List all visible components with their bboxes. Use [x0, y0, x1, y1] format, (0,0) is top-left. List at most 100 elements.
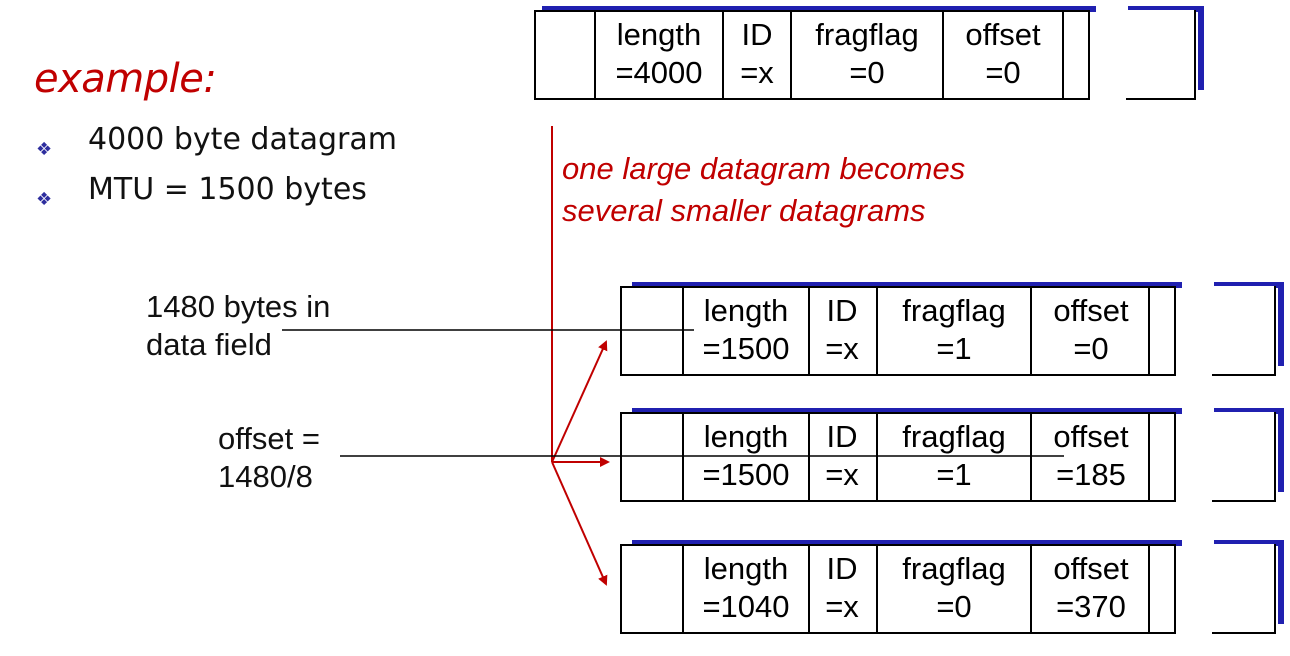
- data-field-label: 1480 bytes in data field: [146, 289, 331, 362]
- note-line: several smaller datagrams: [562, 193, 926, 228]
- header-shadow: [1214, 282, 1284, 288]
- field-divider: [808, 288, 810, 374]
- field-value: =x: [825, 589, 859, 624]
- field-value: =370: [1056, 589, 1126, 624]
- header-shadow: [1128, 6, 1204, 12]
- note-line: one large datagram becomes: [562, 151, 966, 186]
- field-divider: [876, 288, 878, 374]
- id-field: ID =x: [810, 288, 874, 374]
- field-value: =185: [1056, 457, 1126, 492]
- field-divider: [1030, 414, 1032, 500]
- field-value: =0: [936, 589, 972, 624]
- field-value: =0: [1073, 331, 1109, 366]
- header-shadow: [1278, 408, 1284, 492]
- field-value: =1040: [702, 589, 790, 624]
- field-divider: [808, 414, 810, 500]
- bullet-item: ❖ 4000 byte datagram: [36, 118, 397, 168]
- field-name: ID: [826, 419, 858, 454]
- field-divider: [1030, 288, 1032, 374]
- header-continuation: [1212, 412, 1276, 502]
- field-divider: [682, 546, 684, 632]
- field-name: ID: [826, 551, 858, 586]
- field-divider: [594, 12, 596, 98]
- field-divider: [1062, 12, 1064, 98]
- fragflag-field: fragflag =1: [878, 288, 1030, 374]
- field-name: ID: [741, 17, 773, 52]
- field-name: fragflag: [902, 419, 1006, 454]
- field-divider: [808, 546, 810, 632]
- original-datagram-header: length =4000 ID =x fragflag =0 offset =0: [534, 6, 1204, 102]
- field-name: fragflag: [902, 293, 1006, 328]
- diamond-bullet-icon: ❖: [36, 139, 53, 160]
- field-name: ID: [826, 293, 858, 328]
- fragflag-field: fragflag =0: [792, 12, 942, 98]
- offset-field: offset =370: [1032, 546, 1150, 632]
- field-name: length: [703, 419, 789, 454]
- fragflag-field: fragflag =1: [878, 414, 1030, 500]
- field-value: =x: [825, 457, 859, 492]
- arrow-to-fragment-1: [551, 340, 608, 463]
- header-shadow: [1214, 408, 1284, 414]
- field-divider: [1030, 546, 1032, 632]
- field-divider: [790, 12, 792, 98]
- fragment-3-header: length =1040 ID =x fragflag =0 offset =3…: [620, 540, 1288, 636]
- length-field: length =1500: [684, 288, 808, 374]
- field-name: length: [703, 293, 789, 328]
- fragmentation-note: one large datagram becomes several small…: [562, 148, 965, 232]
- field-divider: [1148, 546, 1150, 632]
- field-name: offset: [1053, 293, 1129, 328]
- field-divider: [942, 12, 944, 98]
- bullet-text: MTU = 1500 bytes: [88, 172, 367, 207]
- field-name: length: [616, 17, 702, 52]
- field-name: offset: [1053, 551, 1129, 586]
- field-value: =0: [849, 55, 885, 90]
- offset-field: offset =185: [1032, 414, 1150, 500]
- offset-calculation-label: offset = 1480/8: [218, 421, 320, 494]
- header-box: length =1500 ID =x fragflag =1 offset =0: [620, 286, 1176, 376]
- field-value: =0: [985, 55, 1021, 90]
- field-divider: [876, 414, 878, 500]
- fragment-2-header: length =1500 ID =x fragflag =1 offset =1…: [620, 408, 1288, 504]
- header-shadow: [542, 6, 1096, 12]
- field-name: fragflag: [815, 17, 919, 52]
- header-shadow: [632, 408, 1182, 414]
- field-name: length: [703, 551, 789, 586]
- length-field: length =1040: [684, 546, 808, 632]
- slide-title: example:: [34, 56, 217, 102]
- field-value: =4000: [615, 55, 703, 90]
- field-divider: [1148, 414, 1150, 500]
- field-value: =x: [825, 331, 859, 366]
- offset-field: offset =0: [944, 12, 1062, 98]
- header-box: length =1500 ID =x fragflag =1 offset =1…: [620, 412, 1176, 502]
- header-shadow: [1278, 282, 1284, 366]
- field-value: =1: [936, 331, 972, 366]
- id-field: ID =x: [810, 414, 874, 500]
- header-shadow: [1198, 6, 1204, 90]
- header-continuation: [1126, 10, 1196, 100]
- field-divider: [876, 546, 878, 632]
- length-field: length =4000: [596, 12, 722, 98]
- field-name: offset: [965, 17, 1041, 52]
- header-box: length =4000 ID =x fragflag =0 offset =0: [534, 10, 1090, 100]
- header-shadow: [632, 282, 1182, 288]
- id-field: ID =x: [724, 12, 790, 98]
- fragment-1-header: length =1500 ID =x fragflag =1 offset =0: [620, 282, 1288, 378]
- length-field: length =1500: [684, 414, 808, 500]
- fragflag-field: fragflag =0: [878, 546, 1030, 632]
- field-value: =x: [740, 55, 774, 90]
- arrow-to-fragment-3: [551, 461, 608, 586]
- header-shadow: [1278, 540, 1284, 624]
- header-shadow: [632, 540, 1182, 546]
- field-divider: [682, 414, 684, 500]
- field-value: =1: [936, 457, 972, 492]
- id-field: ID =x: [810, 546, 874, 632]
- header-shadow: [1214, 540, 1284, 546]
- field-name: fragflag: [902, 551, 1006, 586]
- field-divider: [1148, 288, 1150, 374]
- header-continuation: [1212, 544, 1276, 634]
- field-divider: [682, 288, 684, 374]
- field-value: =1500: [702, 331, 790, 366]
- bullet-item: ❖ MTU = 1500 bytes: [36, 168, 397, 218]
- field-value: =1500: [702, 457, 790, 492]
